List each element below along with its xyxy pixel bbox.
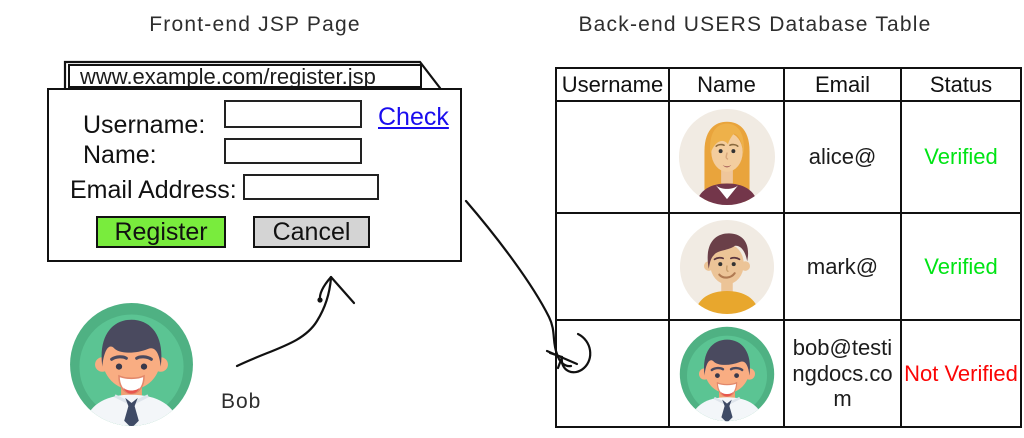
username-cell: [557, 321, 670, 426]
registration-form-window: Username: Check Name: Email Address: Reg…: [47, 88, 462, 262]
cancel-button[interactable]: Cancel: [253, 216, 370, 248]
email-input[interactable]: [243, 174, 379, 200]
browser-url-bar[interactable]: www.example.com/register.jsp: [68, 64, 422, 88]
username-input[interactable]: [224, 100, 362, 128]
status-badge: Verified: [902, 102, 1020, 214]
name-label: Name:: [83, 141, 157, 169]
name-cell: [670, 321, 785, 426]
email-cell: mark@: [785, 214, 902, 321]
mark-avatar: [679, 219, 775, 315]
back-end-title: Back-end USERS Database Table: [578, 13, 932, 36]
email-cell: alice@: [785, 102, 902, 214]
status-badge: Not Verified: [904, 360, 1018, 386]
alice-avatar: [678, 108, 776, 206]
table-header-username: Username: [557, 69, 670, 102]
table-header-status: Status: [902, 69, 1020, 102]
table-header-email: Email: [785, 69, 902, 102]
users-table: Username Name Email Status alice@ Verifi…: [555, 67, 1022, 428]
username-cell: [557, 214, 670, 321]
register-button[interactable]: Register: [96, 216, 226, 248]
email-text: bob@testingdocs.com: [792, 334, 893, 412]
status-badge: Verified: [902, 214, 1020, 321]
email-label: Email Address:: [70, 176, 237, 204]
bob-avatar: [679, 326, 775, 422]
name-input[interactable]: [224, 138, 362, 164]
name-cell: [670, 214, 785, 321]
email-cell: bob@testingdocs.com: [785, 321, 902, 426]
bob-avatar: [69, 302, 194, 427]
table-header-name: Name: [670, 69, 785, 102]
front-end-title: Front-end JSP Page: [149, 13, 361, 36]
arrow-bob-to-form: [235, 275, 356, 368]
username-cell: [557, 102, 670, 214]
check-link[interactable]: Check: [378, 103, 449, 131]
actor-name-label: Bob: [221, 390, 262, 413]
username-label: Username:: [83, 111, 206, 139]
browser-url-text: www.example.com/register.jsp: [80, 64, 376, 88]
name-cell: [670, 102, 785, 214]
